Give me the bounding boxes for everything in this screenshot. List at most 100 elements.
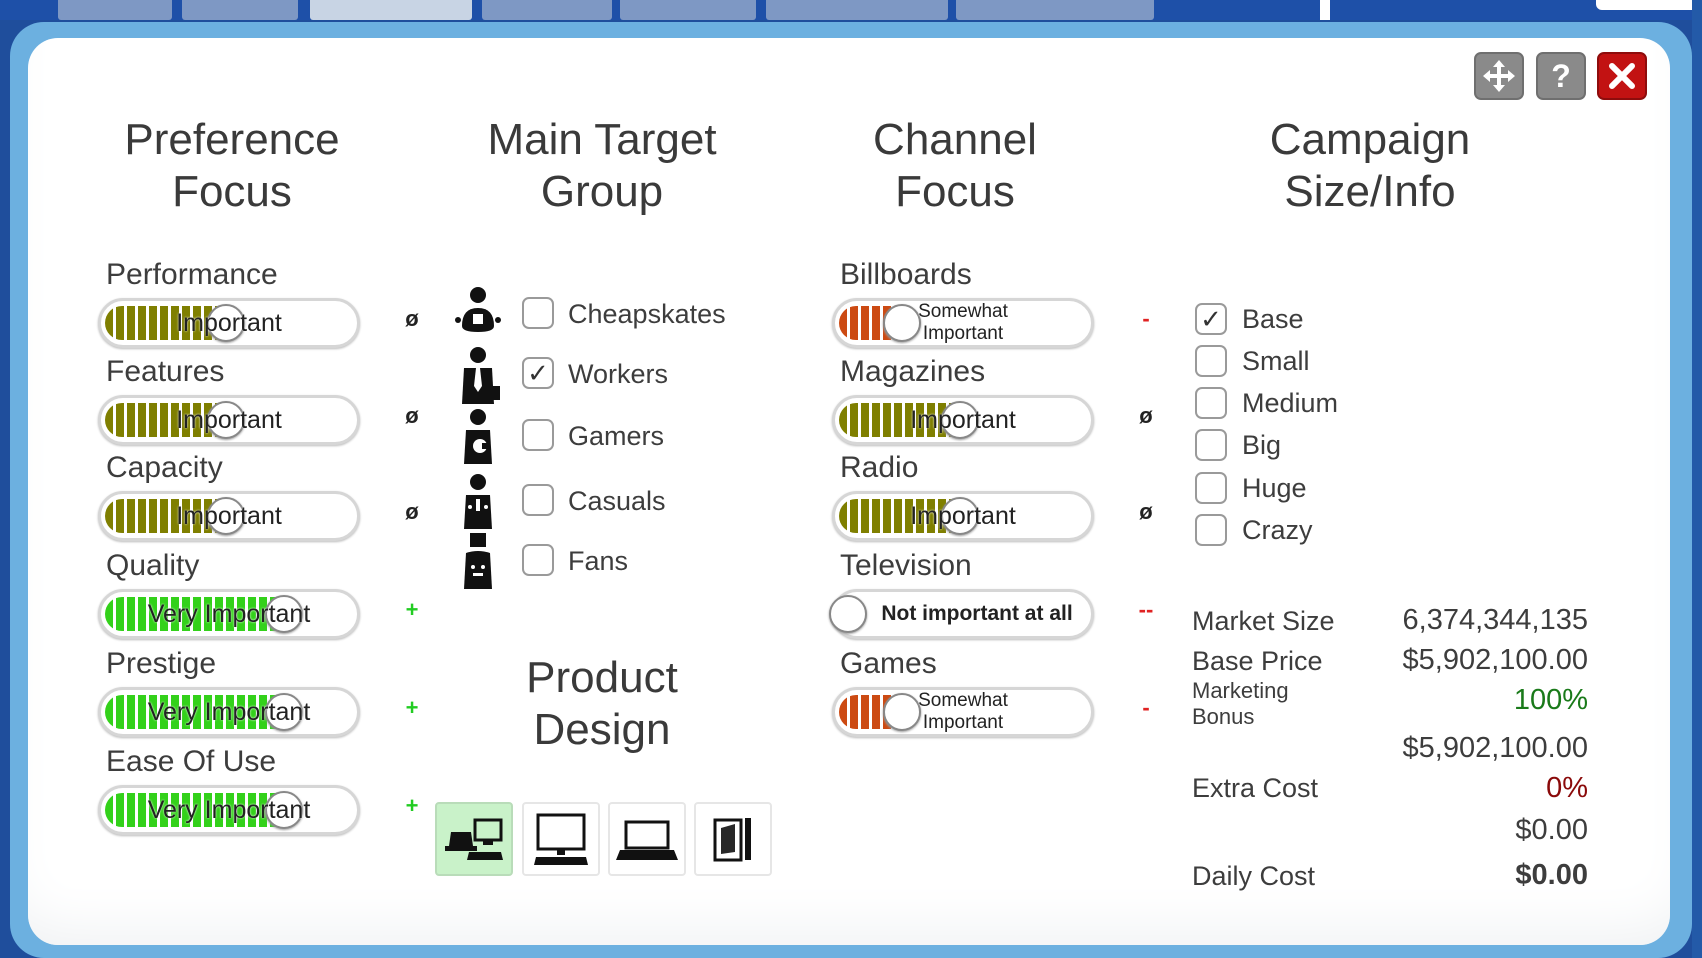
base-price-value: $5,902,100.00 [1402, 644, 1588, 676]
target-workers-label: Workers [568, 359, 669, 389]
pref-prestige-indicator: + [405, 695, 419, 720]
size-small-label: Small [1242, 346, 1310, 376]
pref-ease-of-use-slider[interactable]: Very Important [98, 785, 360, 835]
pref-performance-slider-knob[interactable] [207, 304, 245, 342]
design-desktop-button[interactable] [522, 802, 600, 876]
pref-prestige-label: Prestige [106, 647, 217, 680]
channel-magazines-slider-knob[interactable] [941, 401, 979, 439]
target-fans-checkbox[interactable] [522, 544, 554, 576]
channel-games-slider-knob[interactable] [883, 693, 921, 731]
base-price-label: Base Price [1192, 646, 1323, 676]
fan-person-icon [452, 533, 504, 593]
move-button[interactable] [1474, 52, 1524, 100]
channel-television-slider[interactable]: Not important at all [829, 589, 1094, 639]
close-button[interactable] [1597, 52, 1647, 100]
size-crazy-checkbox[interactable] [1195, 514, 1227, 546]
top-tab[interactable] [482, 0, 612, 20]
question-icon: ? [1551, 57, 1571, 94]
pref-prestige-slider-fill [105, 695, 279, 729]
desktop-and-laptop-icon [445, 818, 503, 860]
channel-radio-slider[interactable]: Important [832, 491, 1094, 541]
target-cheapskates-checkbox[interactable] [522, 297, 554, 329]
close-x-icon [1609, 63, 1635, 89]
channel-magazines-slider[interactable]: Important [832, 395, 1094, 445]
size-base-label: Base [1242, 304, 1304, 334]
top-tab[interactable] [58, 0, 172, 20]
campaign-size-info-title: Campaign Size/Info [1269, 115, 1471, 216]
pref-ease-of-use-value: Very Important [147, 796, 311, 824]
pref-performance-slider-fill [105, 306, 221, 340]
help-button[interactable]: ? [1536, 52, 1586, 100]
pref-quality-slider-knob[interactable] [265, 595, 303, 633]
top-right-logo [1596, 0, 1702, 10]
top-tab-active[interactable] [310, 0, 472, 20]
size-base-checkbox[interactable]: ✓ [1195, 303, 1227, 335]
channel-games-indicator: - [1142, 695, 1150, 720]
pref-quality-label: Quality [106, 549, 200, 582]
target-cheapskates-label: Cheapskates [568, 299, 726, 329]
pref-ease-of-use-slider-fill [105, 793, 279, 827]
target-casuals-label: Casuals [568, 486, 666, 516]
pref-quality-slider-fill [105, 597, 279, 631]
market-size-value: 6,374,344,135 [1402, 604, 1588, 636]
pref-ease-of-use-slider-knob[interactable] [265, 791, 303, 829]
pref-ease-of-use-indicator: + [405, 793, 419, 818]
preference-focus-title: Preference Focus [124, 115, 340, 216]
size-huge-label: Huge [1242, 473, 1307, 503]
size-small-checkbox[interactable] [1195, 345, 1227, 377]
channel-billboards-slider[interactable]: Somewhat Important [832, 298, 1094, 348]
gamer-person-icon [452, 408, 504, 468]
daily-cost-value: $0.00 [1515, 859, 1588, 891]
pref-features-slider-knob[interactable] [207, 401, 245, 439]
pref-features-value: Important [176, 406, 282, 434]
market-size-label: Market Size [1192, 606, 1335, 636]
laptop-icon [616, 820, 678, 860]
top-tab[interactable] [766, 0, 948, 20]
main-target-group-title: Main Target Group [487, 115, 717, 216]
channel-radio-label: Radio [840, 451, 919, 484]
target-casuals-checkbox[interactable] [522, 484, 554, 516]
divider [1320, 0, 1330, 20]
channel-games-slider[interactable]: Somewhat Important [832, 687, 1094, 737]
channel-billboards-indicator: - [1142, 306, 1150, 331]
product-design-title: Product Design [526, 653, 678, 754]
size-medium-checkbox[interactable] [1195, 387, 1227, 419]
size-medium-label: Medium [1242, 388, 1339, 418]
channel-magazines-slider-fill [839, 403, 955, 437]
pref-quality-slider[interactable]: Very Important [98, 589, 360, 639]
size-huge-checkbox[interactable] [1195, 472, 1227, 504]
channel-magazines-value: Important [910, 406, 1016, 434]
design-tablet-button[interactable] [694, 802, 772, 876]
channel-television-label: Television [840, 549, 972, 582]
pref-prestige-slider[interactable]: Very Important [98, 687, 360, 737]
design-laptop-button[interactable] [608, 802, 686, 876]
pref-features-indicator: ø [405, 403, 419, 428]
pref-prestige-value: Very Important [147, 698, 311, 726]
channel-games-label: Games [840, 647, 937, 680]
extra-cost-label: Extra Cost [1192, 773, 1319, 803]
marketing-bonus-label: Marketing Bonus [1192, 678, 1289, 729]
pref-capacity-label: Capacity [106, 451, 223, 484]
channel-magazines-label: Magazines [840, 355, 986, 388]
channel-billboards-label: Billboards [840, 258, 972, 291]
channel-television-slider-knob[interactable] [829, 595, 867, 633]
pref-prestige-slider-knob[interactable] [265, 693, 303, 731]
channel-radio-slider-knob[interactable] [941, 497, 979, 535]
top-tab[interactable] [956, 0, 1154, 20]
pref-features-slider[interactable]: Important [98, 395, 360, 445]
extra-cost-value: $0.00 [1515, 814, 1588, 846]
tablet-icon [713, 818, 751, 862]
channel-billboards-slider-knob[interactable] [883, 304, 921, 342]
size-big-checkbox[interactable] [1195, 429, 1227, 461]
pref-capacity-slider-knob[interactable] [207, 497, 245, 535]
target-workers-checkbox[interactable]: ✓ [522, 357, 554, 389]
pref-performance-slider[interactable]: Important [98, 298, 360, 348]
top-tab[interactable] [620, 0, 756, 20]
design-desktop-laptop-button[interactable] [435, 802, 513, 876]
pref-capacity-slider[interactable]: Important [98, 491, 360, 541]
cheapskate-person-icon [452, 286, 504, 346]
target-gamers-checkbox[interactable] [522, 419, 554, 451]
move-arrows-icon [1483, 60, 1515, 92]
top-tab[interactable] [182, 0, 298, 20]
marketing-bonus-value: 100% [1513, 684, 1588, 716]
